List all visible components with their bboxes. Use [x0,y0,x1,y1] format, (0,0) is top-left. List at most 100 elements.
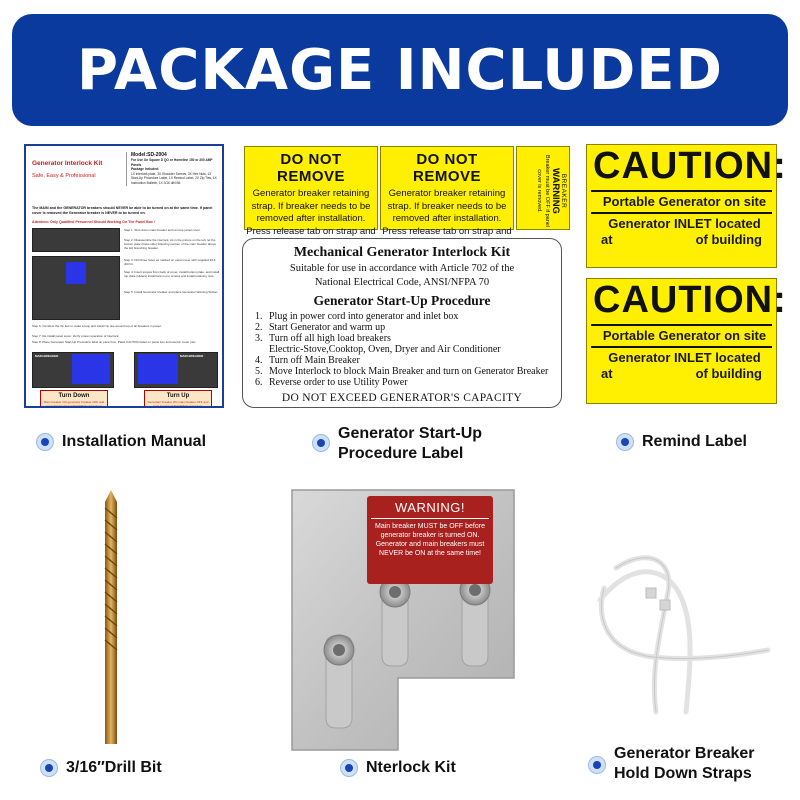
procedure-step-text: Plug in power cord into generator and in… [269,311,459,322]
plate-warning-sticker: WARNING! Main breaker MUST be OFF before… [367,496,493,584]
procedure-step: 3.Turn off all high load breakers [255,333,549,344]
do-not-remove-title: DO NOT REMOVE [276,151,345,185]
caution-line-3: at of building [587,232,776,248]
procedure-step: 5. Move Interlock to block Main Breaker a… [255,366,549,377]
procedure-step-text: Start Generator and warm up [269,322,386,333]
manual-header-right: Model:SD-2004 For Use On Square D QO or … [126,152,218,186]
caution-line-3-b: of building [695,366,762,381]
manual-title: Generator Interlock Kit [32,160,103,167]
manual-model: Model:SD-2004 [131,152,167,158]
installation-manual-image: Generator Interlock Kit Safe, Easy & Pro… [24,144,224,408]
manual-turn-down-caption: Turn Down [40,390,108,406]
manual-turn-down-title: Turn Down [58,393,90,399]
manual-step-4: Step 4: Insert screws from back of cover… [124,270,220,278]
procedure-step: 2. Start Generator and warm up [255,322,549,333]
manual-fig-label-2: MAIN BREAKER [180,354,204,358]
zip-ties-image [597,555,771,715]
procedure-step: Electric-Stove,Cooktop, Oven, Dryer and … [255,344,549,355]
caution-rule [591,324,772,326]
caution-rule [591,346,772,348]
manual-tagline: Safe, Easy & Professional [32,173,96,179]
bullet-icon [40,759,58,777]
manual-fig-label-1: MAIN BREAKER [35,354,59,358]
caption-hold-down-straps: Generator Breaker Hold Down Straps [588,744,755,784]
generator-breaker-warning: WARNING [550,168,561,214]
procedure-heading: Generator Start-Up Procedure [313,293,491,308]
manual-step-6: Step 6: Combine the zip ties to make a l… [32,324,162,328]
procedure-step-text: Move Interlock to block Main Breaker and… [269,366,549,377]
caution-line-3: at of building [587,366,776,382]
manual-figure-turn-up-highlight [138,354,178,384]
manual-header-left: Generator Interlock Kit Safe, Easy & Pro… [32,154,124,179]
caution-line-3-a: at [601,232,613,247]
startup-procedure-label: Mechanical Generator Interlock Kit Suita… [242,238,562,408]
caution-title: CAUTION: [593,279,787,321]
procedure-step: 4. Turn off Main Breaker [255,355,549,366]
caption-text: Installation Manual [62,433,207,450]
manual-step-2: Step 2: Disassemble the interlock. As in… [124,238,216,250]
manual-turn-up-title: Turn Up [166,393,190,399]
bullet-icon [588,756,606,774]
manual-step-1: Step 1: Shut down main breaker and remov… [124,228,201,232]
caption-line-1: Generator Start-Up [338,425,483,442]
bullet-icon [36,433,54,451]
procedure-step: 6.Reverse order to use Utility Power [255,377,549,388]
manual-package-title: Package Included: [131,167,159,172]
procedure-footer: DO NOT EXCEED GENERATOR'S CAPACITY [281,392,523,404]
procedure-step-number [255,344,269,355]
caution-label-2: CAUTION: Portable Generator on site Gene… [586,278,787,404]
caption-line-1: Generator Breaker [614,745,755,762]
manual-warning: The MAIN and the GENERATOR breakers shou… [32,206,213,215]
manual-figure-panel-1 [32,228,120,252]
caption-remind-label: Remind Label [616,432,747,452]
generator-breaker-label: GENERATOR BREAKER WARNING Breaker must b… [516,146,570,230]
plate-warning-rule [371,518,489,519]
caption-line-2: Hold Down Straps [614,765,752,782]
manual-figure-highlight [66,262,86,284]
procedure-title: Mechanical Generator Interlock Kit [293,245,511,260]
manual-fits: For Use On Square D QO or Homeline 150 o… [131,158,213,167]
caution-rule [591,190,772,192]
manual-turn-up-caption: Turn Up [144,390,212,406]
caption-procedure-label: Generator Start-Up Procedure Label [312,424,482,464]
bullet-icon [340,759,358,777]
bullet-icon [312,434,330,452]
bullet-icon [616,433,634,451]
plate-warning-title: WARNING! [395,500,465,515]
procedure-step-number: 5. [255,366,263,377]
caution-line-3-a: at [601,366,613,381]
caution-line-1: Portable Generator on site [602,328,767,343]
procedure-step-number: 3. [255,333,263,344]
procedure-step-number: 4. [255,355,263,366]
procedure-step-text: Turn off Main Breaker [269,355,360,366]
manual-step-3: Step 3: Drill three holes as marked on p… [124,258,216,266]
caution-label-1: CAUTION: Portable Generator on site Gene… [586,144,787,268]
procedure-subtitle-1: Suitable for use in accordance with Arti… [289,263,515,274]
procedure-step-text: Reverse order to use Utility Power [269,377,408,388]
do-not-remove-label-1: DO NOT REMOVE Generator breaker retainin… [244,146,378,249]
manual-step-7: Step 7: Re-install panel cover. Verify p… [32,334,120,338]
do-not-remove-label-2: DO NOT REMOVE Generator breaker retainin… [380,146,514,249]
manual-step-5: Step 5: Install Generator breaker and pl… [124,290,219,294]
caption-drill-bit: 3/16″Drill Bit [40,758,162,778]
procedure-step: 1. Plug in power cord into generator and … [255,311,549,322]
do-not-remove-title: DO NOT REMOVE [412,151,481,185]
caution-line-3-b: of building [695,232,762,247]
manual-attention: Attention: Only Qualified Personnel Shou… [32,220,156,224]
drill-bit-image [104,490,118,744]
procedure-step-number: 1. [255,311,263,322]
caption-text: Remind Label [642,433,747,450]
caution-rule [591,212,772,214]
header-banner: PACKAGE INCLUDED [12,14,788,126]
generator-breaker-label-text: GENERATOR BREAKER WARNING Breaker must b… [535,151,569,229]
caption-text: Generator Start-Up Procedure Label [338,424,482,464]
banner-title: PACKAGE INCLUDED [77,37,723,103]
caution-line-1: Portable Generator on site [602,194,767,209]
manual-figure-turn-down-highlight [72,354,110,384]
caption-interlock-kit: Nterlock Kit [340,758,456,778]
manual-step-8: Step 8: Place Generator Start-Up Procedu… [32,340,197,344]
caution-line-2: Generator INLET located [608,216,761,231]
manual-turn-down-text: Main breaker ON generator breaker OFF an… [43,400,105,408]
procedure-step-number: 2. [255,322,263,333]
caution-title: CAUTION: [593,145,787,187]
